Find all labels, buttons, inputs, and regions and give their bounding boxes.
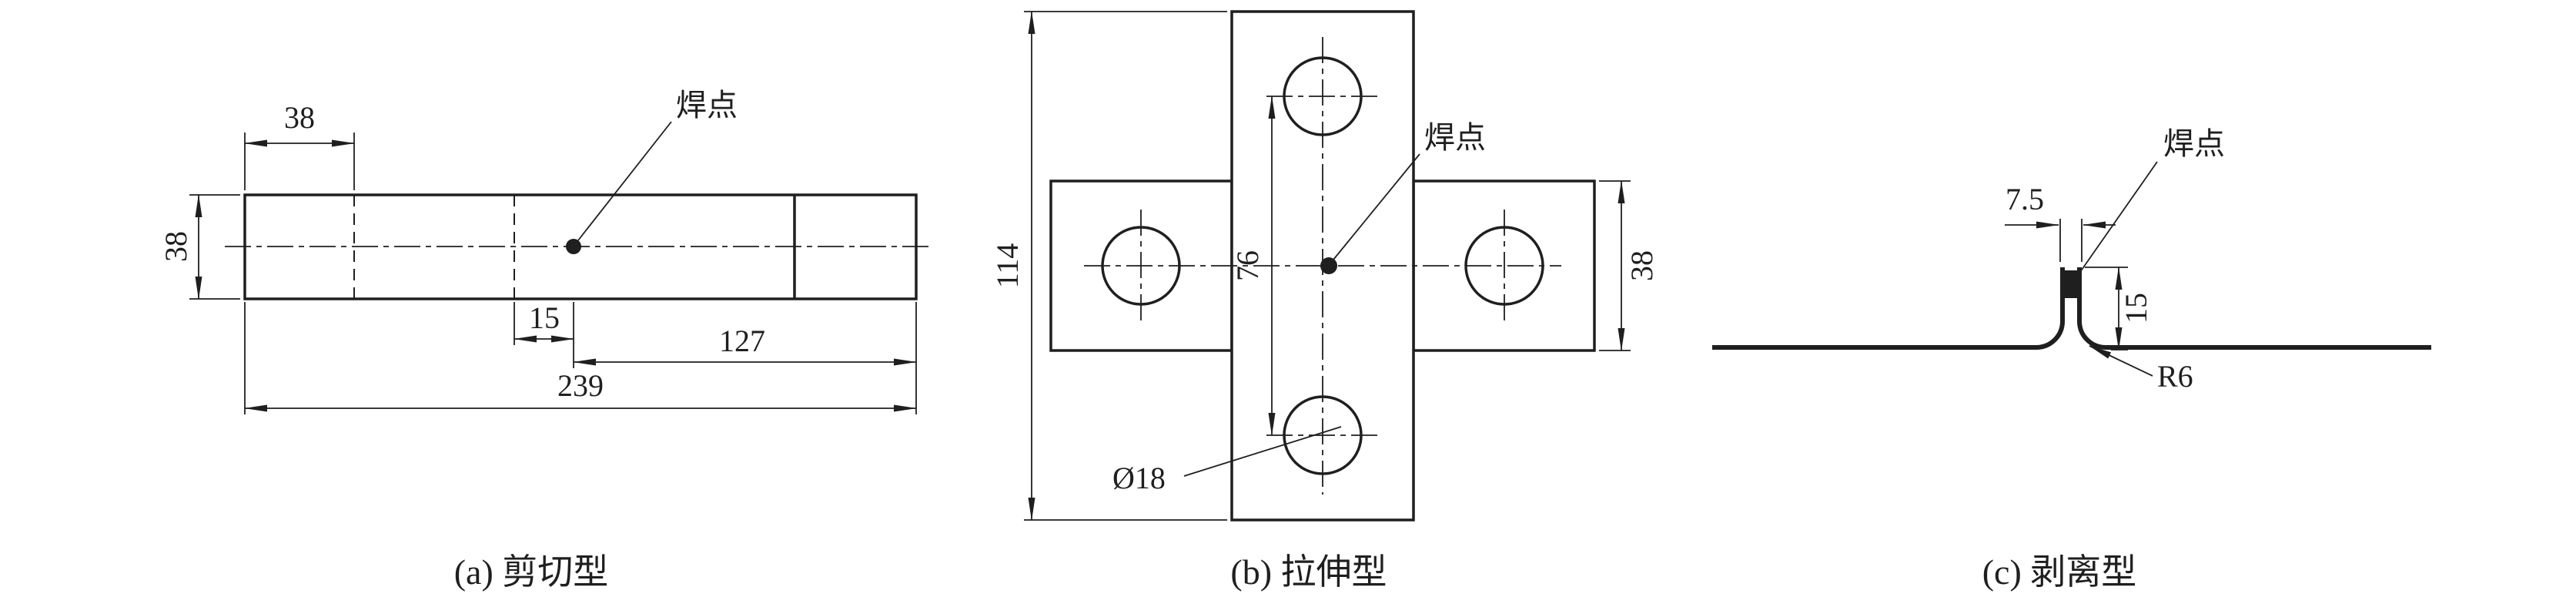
radius-leader-line xyxy=(2089,345,2153,377)
weld-label: 焊点 xyxy=(676,88,738,122)
hole-left xyxy=(1101,226,1181,306)
dim-text-bend-radius: R6 xyxy=(2157,359,2193,394)
dim-text-38-arm: 38 xyxy=(1624,250,1659,281)
weld-dot xyxy=(566,239,581,254)
dim-text-114: 114 xyxy=(990,243,1025,289)
weld-nugget xyxy=(2060,270,2082,298)
dim-text-76: 76 xyxy=(1230,250,1265,281)
hole-right xyxy=(1464,226,1544,306)
dim-text-15: 15 xyxy=(529,300,560,335)
weld-label: 焊点 xyxy=(1424,120,1486,155)
panel-cross-tension: 焊点 114 76 38 Ø18 (b) 拉伸型 xyxy=(990,10,1659,592)
weld-label: 焊点 xyxy=(2163,126,2225,161)
hole-diameter-leader-line xyxy=(1183,426,1342,477)
dim-text-127: 127 xyxy=(719,324,765,358)
caption-shear: (a) 剪切型 xyxy=(454,552,609,592)
weld-leader-line xyxy=(2079,161,2158,273)
weld-leader-line xyxy=(577,121,672,241)
dim-text-15-upright: 15 xyxy=(2119,293,2153,324)
dim-text-38-top: 38 xyxy=(284,100,315,135)
hole-top xyxy=(1283,56,1363,136)
panel-peel: 焊点 7.5 15 R6 (c) 剥离型 xyxy=(1712,126,2431,592)
dim-text-hole-diameter: Ø18 xyxy=(1112,461,1166,495)
left-peel-plate xyxy=(1712,267,2065,350)
caption-peel: (c) 剥离型 xyxy=(1982,552,2137,592)
hole-bottom xyxy=(1283,395,1363,475)
dim-text-38-left: 38 xyxy=(159,231,193,262)
dim-text-239: 239 xyxy=(557,368,604,403)
weld-dot xyxy=(1320,257,1337,274)
panel-shear: 焊点 38 38 15 127 239 (a) 剪切型 xyxy=(159,88,933,592)
weld-leader-line xyxy=(1333,153,1420,260)
dim-text-7-5: 7.5 xyxy=(2006,182,2044,216)
caption-cross-tension: (b) 拉伸型 xyxy=(1230,552,1387,592)
